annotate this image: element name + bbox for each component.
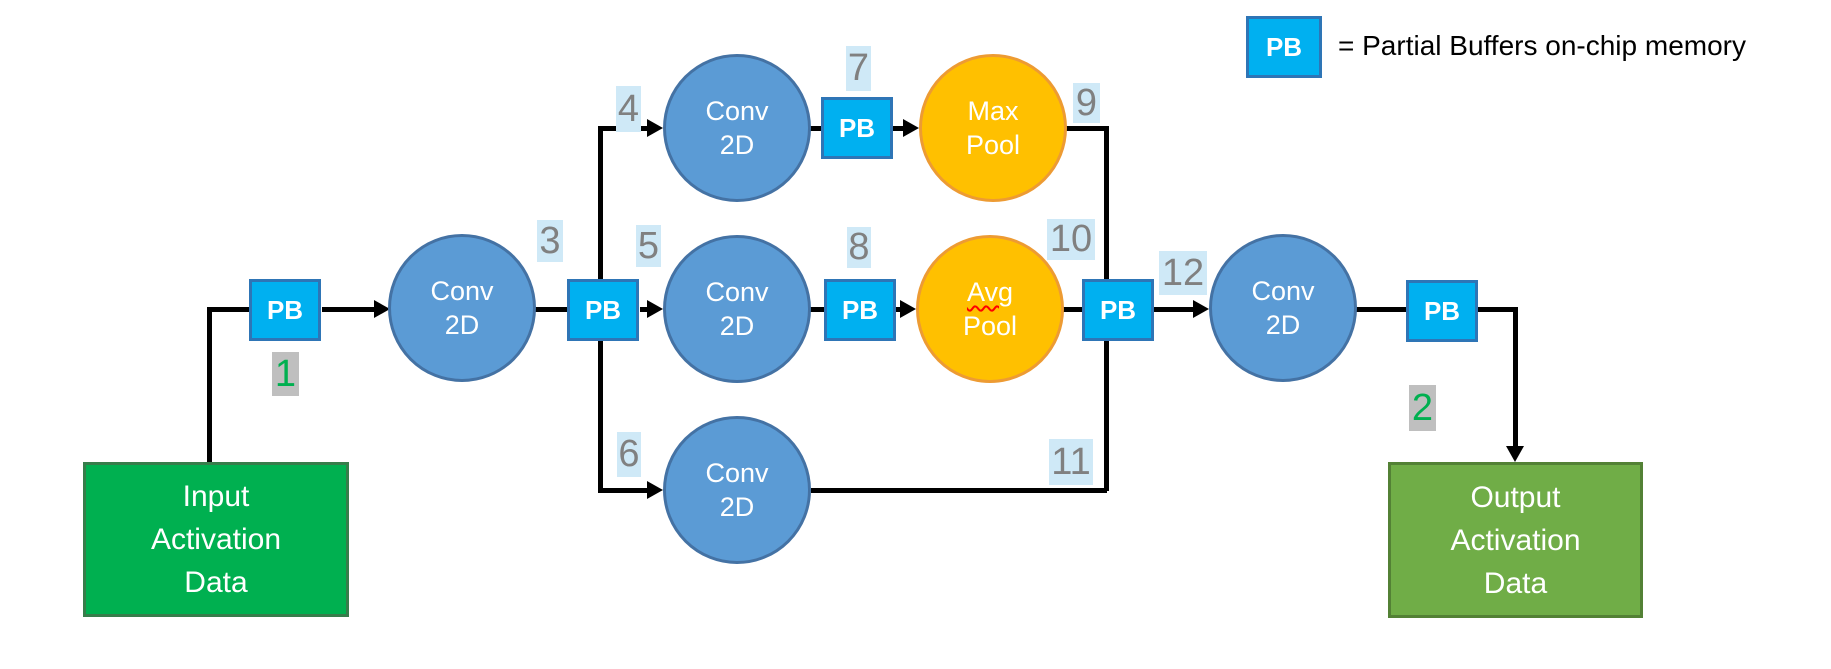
step-label-11: 11 [1049, 439, 1093, 485]
step-label-12: 12 [1159, 251, 1207, 295]
arrowhead-icon [374, 300, 390, 318]
conv2d-node-stem: Conv 2D [388, 234, 536, 382]
avg-pool-node: Avg Pool [916, 235, 1064, 383]
max-pool-label: Max [967, 96, 1019, 126]
conv2d-label: Conv [705, 96, 769, 126]
connector-pb2-to-convmid [640, 307, 651, 312]
connector-pb3-to-maxpool [893, 126, 905, 131]
step-label-8: 8 [847, 226, 871, 268]
legend-text: = Partial Buffers on-chip memory [1338, 30, 1746, 61]
connector-output-vertical [1513, 307, 1518, 447]
avg-pool-label: Avg [966, 277, 1014, 307]
conv2d-node-final: Conv 2D [1209, 234, 1357, 382]
connector-maxpool-out [1065, 126, 1107, 131]
connector-convmid-to-pb4 [808, 307, 826, 312]
step-label-6: 6 [617, 432, 641, 477]
connector-convbottom-out [811, 488, 1107, 493]
arrowhead-icon [647, 300, 663, 318]
pb-node-5-merge: PB [1082, 279, 1154, 341]
pb-label: PB [838, 112, 876, 143]
pb-label: PB [841, 294, 879, 325]
step-label-2: 2 [1409, 385, 1436, 431]
avg-pool-label: Pool [962, 311, 1018, 341]
connector-convtop-to-pb3 [808, 126, 824, 131]
pb-label: PB [584, 294, 622, 325]
max-pool-label: Pool [965, 130, 1021, 160]
step-label-9: 9 [1073, 82, 1100, 124]
connector-input-vertical [207, 309, 212, 462]
arrowhead-icon [903, 119, 919, 137]
conv2d-label: 2D [719, 130, 755, 160]
pb-label: PB [1265, 31, 1303, 62]
connector-avgpool-to-pb5 [1062, 307, 1086, 312]
pb-node-6-final: PB [1406, 280, 1478, 342]
pb-label: PB [1423, 295, 1461, 326]
pb-label: PB [266, 294, 304, 325]
conv2d-label: 2D [719, 492, 755, 522]
step-label-7: 7 [846, 46, 871, 91]
conv2d-label: Conv [705, 458, 769, 488]
conv2d-node-branch-bottom: Conv 2D [663, 416, 811, 564]
step-label-4: 4 [616, 86, 641, 132]
legend-pb-swatch: PB [1246, 16, 1322, 78]
connector-pb5-to-convlast [1154, 307, 1196, 312]
conv2d-label: Conv [430, 276, 494, 306]
pb-label: PB [1099, 294, 1137, 325]
arrowhead-icon [1193, 300, 1209, 318]
conv2d-label: Conv [705, 277, 769, 307]
conv2d-node-branch-mid: Conv 2D [663, 235, 811, 383]
step-label-3: 3 [537, 220, 563, 262]
connector-pb1-to-conv1 [322, 307, 378, 312]
connector-pb6-out [1478, 307, 1518, 312]
step-label-10: 10 [1047, 218, 1095, 260]
pb-node-1: PB [249, 279, 321, 341]
input-activation-box: Input Activation Data [83, 462, 349, 617]
output-activation-box: Output Activation Data [1388, 462, 1643, 618]
connector-branch-bottom [598, 488, 649, 493]
step-label-1: 1 [272, 352, 299, 396]
connector-conv1-to-pb2 [534, 307, 570, 312]
conv2d-label: 2D [1265, 310, 1301, 340]
pb-node-2-junction: PB [567, 279, 639, 341]
arrowhead-icon [647, 119, 663, 137]
arrowhead-icon [647, 481, 663, 499]
conv2d-label: Conv [1251, 276, 1315, 306]
arrowhead-icon [1506, 446, 1524, 462]
connector-input-to-pb1 [207, 307, 251, 312]
pb-node-4-mid: PB [824, 279, 896, 341]
conv2d-label: 2D [719, 311, 755, 341]
arrowhead-icon [900, 300, 916, 318]
step-label-5: 5 [636, 224, 661, 267]
connector-convlast-to-pb6 [1355, 307, 1407, 312]
max-pool-node: Max Pool [919, 54, 1067, 202]
pb-node-3-top: PB [821, 97, 893, 159]
conv2d-node-branch-top: Conv 2D [663, 54, 811, 202]
conv2d-label: 2D [444, 310, 480, 340]
